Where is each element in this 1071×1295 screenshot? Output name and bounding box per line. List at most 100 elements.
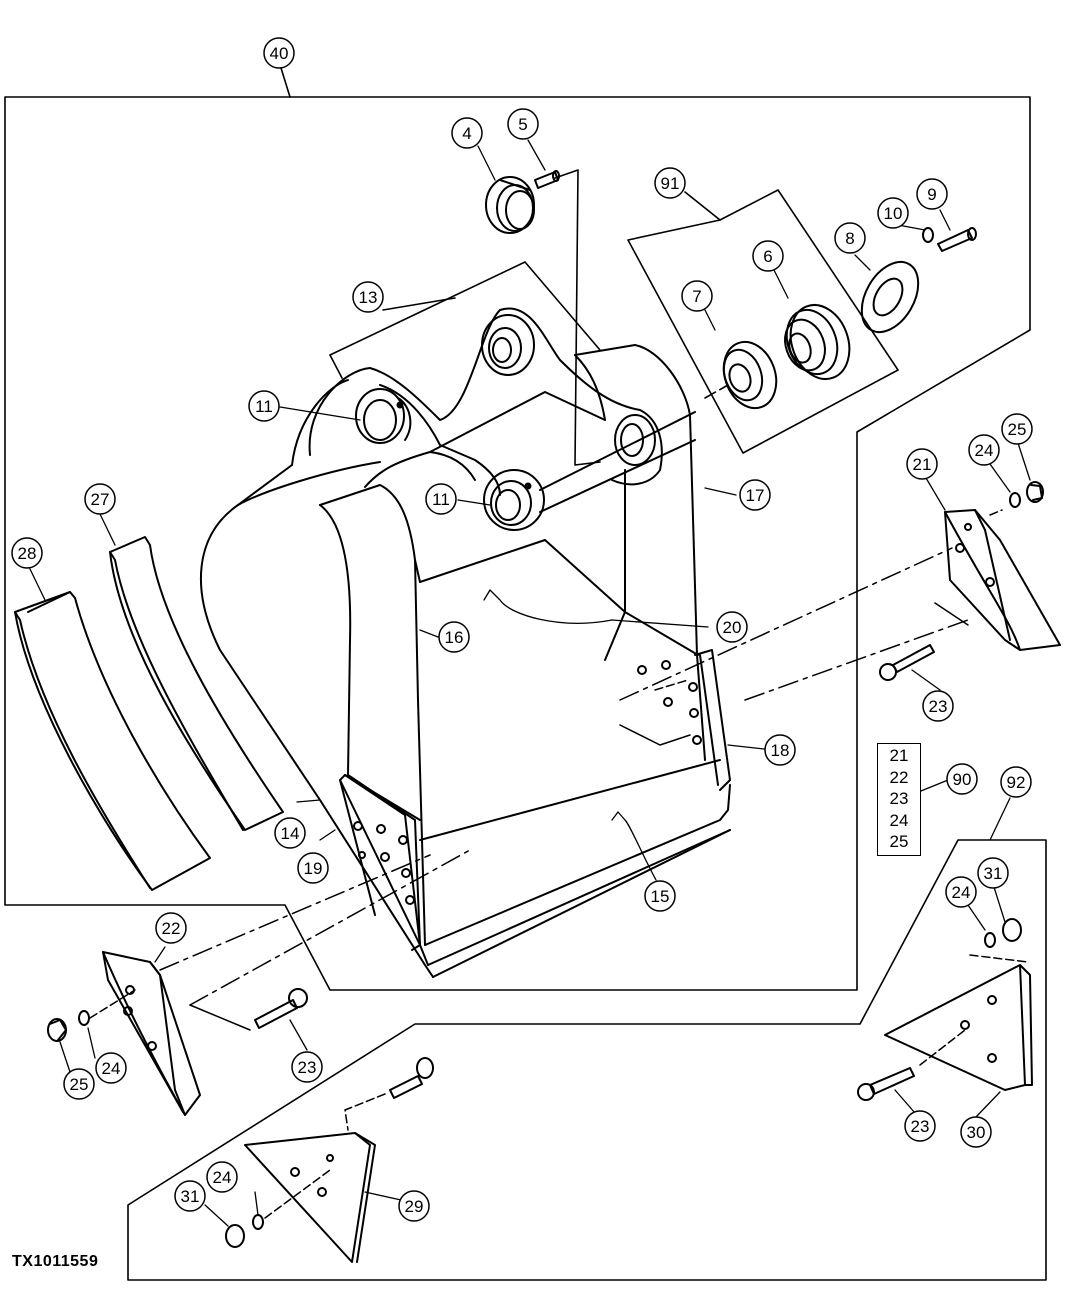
kit-list-item: 22 — [889, 767, 909, 787]
callout-28: 28 — [11, 537, 43, 569]
callout-31-left: 31 — [174, 1180, 206, 1212]
callout-25-left: 25 — [63, 1068, 95, 1100]
kit-13-bracket — [329, 261, 601, 379]
svg-text:24: 24 — [975, 441, 994, 460]
callout-20: 20 — [716, 611, 748, 643]
callout-29: 29 — [398, 1190, 430, 1222]
pin-boss-right — [614, 414, 656, 466]
callout-92: 92 — [1000, 766, 1032, 798]
fastener-24-31-right — [919, 918, 1029, 1066]
fastener-24-25-left — [47, 1010, 90, 1042]
bolt-23-plate30 — [857, 1067, 915, 1101]
svg-text:24: 24 — [102, 1059, 121, 1078]
svg-text:4: 4 — [462, 124, 471, 143]
kit-list-item: 24 — [889, 810, 909, 830]
assembly-lines-right — [619, 547, 969, 701]
svg-text:90: 90 — [953, 770, 972, 789]
svg-text:29: 29 — [405, 1197, 424, 1216]
svg-text:30: 30 — [967, 1123, 986, 1142]
kit-list-item: 23 — [889, 789, 909, 808]
callout-27: 27 — [84, 483, 116, 515]
callout-23-plate30: 23 — [904, 1110, 936, 1142]
side-cutter-21 — [944, 509, 1061, 651]
washer-10 — [922, 227, 934, 243]
callout-11-upper: 11 — [248, 390, 280, 422]
callout-13: 13 — [352, 281, 384, 313]
svg-text:23: 23 — [929, 697, 948, 716]
callout-9: 9 — [916, 178, 948, 210]
callout-11-lower: 11 — [425, 483, 457, 515]
callout-8: 8 — [834, 222, 866, 254]
callout-4: 4 — [451, 117, 483, 149]
callout-24-left: 24 — [95, 1052, 127, 1084]
callout-91: 91 — [654, 167, 686, 199]
wear-strip-27 — [109, 536, 284, 831]
svg-text:16: 16 — [445, 628, 464, 647]
plug-4 — [485, 176, 535, 234]
callout-22: 22 — [155, 912, 187, 944]
callout-30: 30 — [960, 1116, 992, 1148]
kit-list-item: 25 — [889, 832, 909, 851]
bushing-11-upper — [355, 388, 412, 444]
callout-16: 16 — [438, 621, 470, 653]
callout-23-right: 23 — [922, 690, 954, 722]
assembly-40-frame — [4, 67, 1031, 991]
fastener-24-25-right — [1009, 481, 1044, 508]
seal-6 — [784, 304, 851, 380]
bushing-13-boss — [481, 314, 535, 376]
svg-text:40: 40 — [270, 44, 289, 63]
callout-18: 18 — [764, 734, 796, 766]
svg-text:7: 7 — [692, 287, 701, 306]
svg-text:5: 5 — [518, 115, 527, 134]
svg-text:21: 21 — [913, 455, 932, 474]
svg-text:92: 92 — [1007, 773, 1026, 792]
svg-text:28: 28 — [18, 544, 37, 563]
callout-5: 5 — [507, 108, 539, 140]
svg-text:23: 23 — [298, 1058, 317, 1077]
svg-text:14: 14 — [281, 824, 300, 843]
side-plate-29 — [244, 1132, 376, 1263]
fitting-5 — [534, 170, 560, 189]
assembly-lines-left — [159, 849, 471, 1006]
svg-text:31: 31 — [181, 1187, 200, 1206]
svg-text:9: 9 — [927, 185, 936, 204]
svg-text:31: 31 — [984, 864, 1003, 883]
svg-text:19: 19 — [304, 859, 323, 878]
svg-text:8: 8 — [845, 229, 854, 248]
bolt-23-plate29 — [344, 1057, 434, 1131]
svg-text:25: 25 — [70, 1075, 89, 1094]
leader-lines — [29, 139, 1031, 1227]
callout-19: 19 — [297, 852, 329, 884]
callout-23-left: 23 — [291, 1051, 323, 1083]
svg-text:15: 15 — [651, 887, 670, 906]
wear-strip-28 — [14, 591, 211, 891]
svg-text:13: 13 — [359, 288, 378, 307]
svg-text:23: 23 — [911, 1117, 930, 1136]
callout-10: 10 — [877, 197, 909, 229]
svg-text:18: 18 — [771, 741, 790, 760]
svg-text:24: 24 — [952, 883, 971, 902]
callout-15: 15 — [644, 880, 676, 912]
callout-17: 17 — [739, 479, 771, 511]
callout-24-92left: 24 — [206, 1161, 238, 1193]
callout-7: 7 — [681, 280, 713, 312]
svg-text:27: 27 — [91, 490, 110, 509]
bolt-9 — [937, 227, 977, 252]
svg-text:17: 17 — [746, 486, 765, 505]
callout-25-right: 25 — [1001, 413, 1033, 445]
svg-text:24: 24 — [213, 1168, 232, 1187]
callout-14: 14 — [274, 817, 306, 849]
bushing-11-lower — [483, 469, 545, 531]
svg-text:22: 22 — [162, 919, 181, 938]
svg-text:25: 25 — [1008, 420, 1027, 439]
callout-24-92right: 24 — [945, 876, 977, 908]
svg-text:20: 20 — [723, 618, 742, 637]
assembly-92-frame — [127, 839, 1047, 1281]
kit-91-bracket — [627, 189, 899, 454]
svg-text:6: 6 — [763, 247, 772, 266]
svg-text:91: 91 — [661, 174, 680, 193]
callout-40: 40 — [263, 37, 295, 69]
figure-id: TX1011559 — [12, 1253, 99, 1270]
side-plate-30 — [884, 964, 1033, 1091]
